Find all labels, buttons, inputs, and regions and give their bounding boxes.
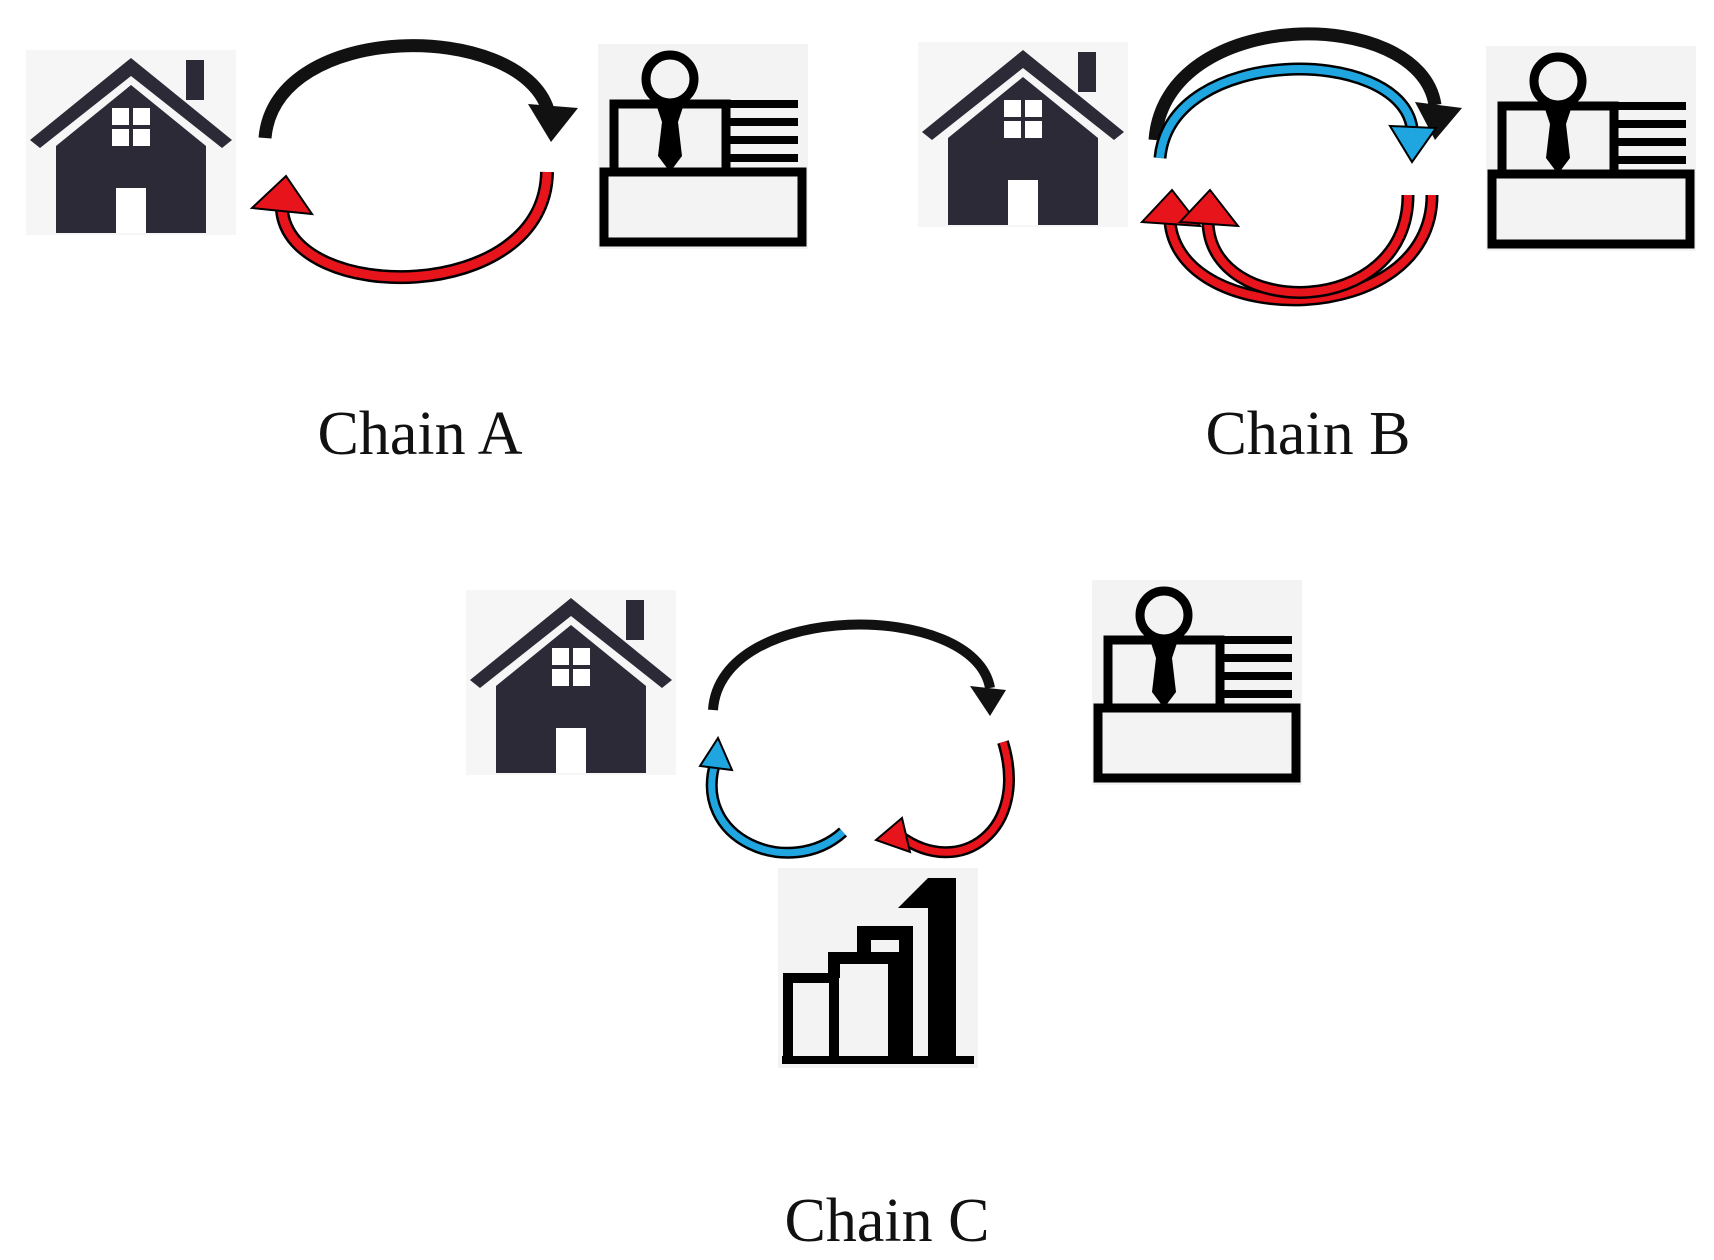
house-icon (26, 50, 236, 235)
chain-c (466, 580, 1302, 1068)
house-icon (918, 42, 1128, 227)
building-icon (778, 868, 978, 1068)
chain-c-label: Chain C (784, 1187, 990, 1255)
chain-a-label: Chain A (317, 400, 523, 468)
office-desk-icon (598, 44, 808, 249)
arrow-household-to-office-blue (1153, 62, 1438, 164)
arrow-office-to-household (249, 171, 554, 285)
office-desk-icon (1486, 46, 1696, 251)
arrow-office-to-household-red-1 (1139, 188, 1439, 307)
chain-b-label: Chain B (1205, 400, 1411, 468)
arrow-household-to-office-black (1148, 27, 1462, 141)
arrow-office-to-household-red-2 (1177, 188, 1415, 299)
house-icon (466, 590, 676, 775)
arrow-household-to-office (258, 39, 578, 142)
arrow-household-to-office (708, 619, 1006, 716)
arrow-office-to-building (874, 740, 1015, 859)
chain-a (26, 39, 808, 285)
office-desk-icon (1092, 580, 1302, 785)
arrow-building-to-household (698, 735, 848, 859)
chain-b (918, 27, 1696, 307)
